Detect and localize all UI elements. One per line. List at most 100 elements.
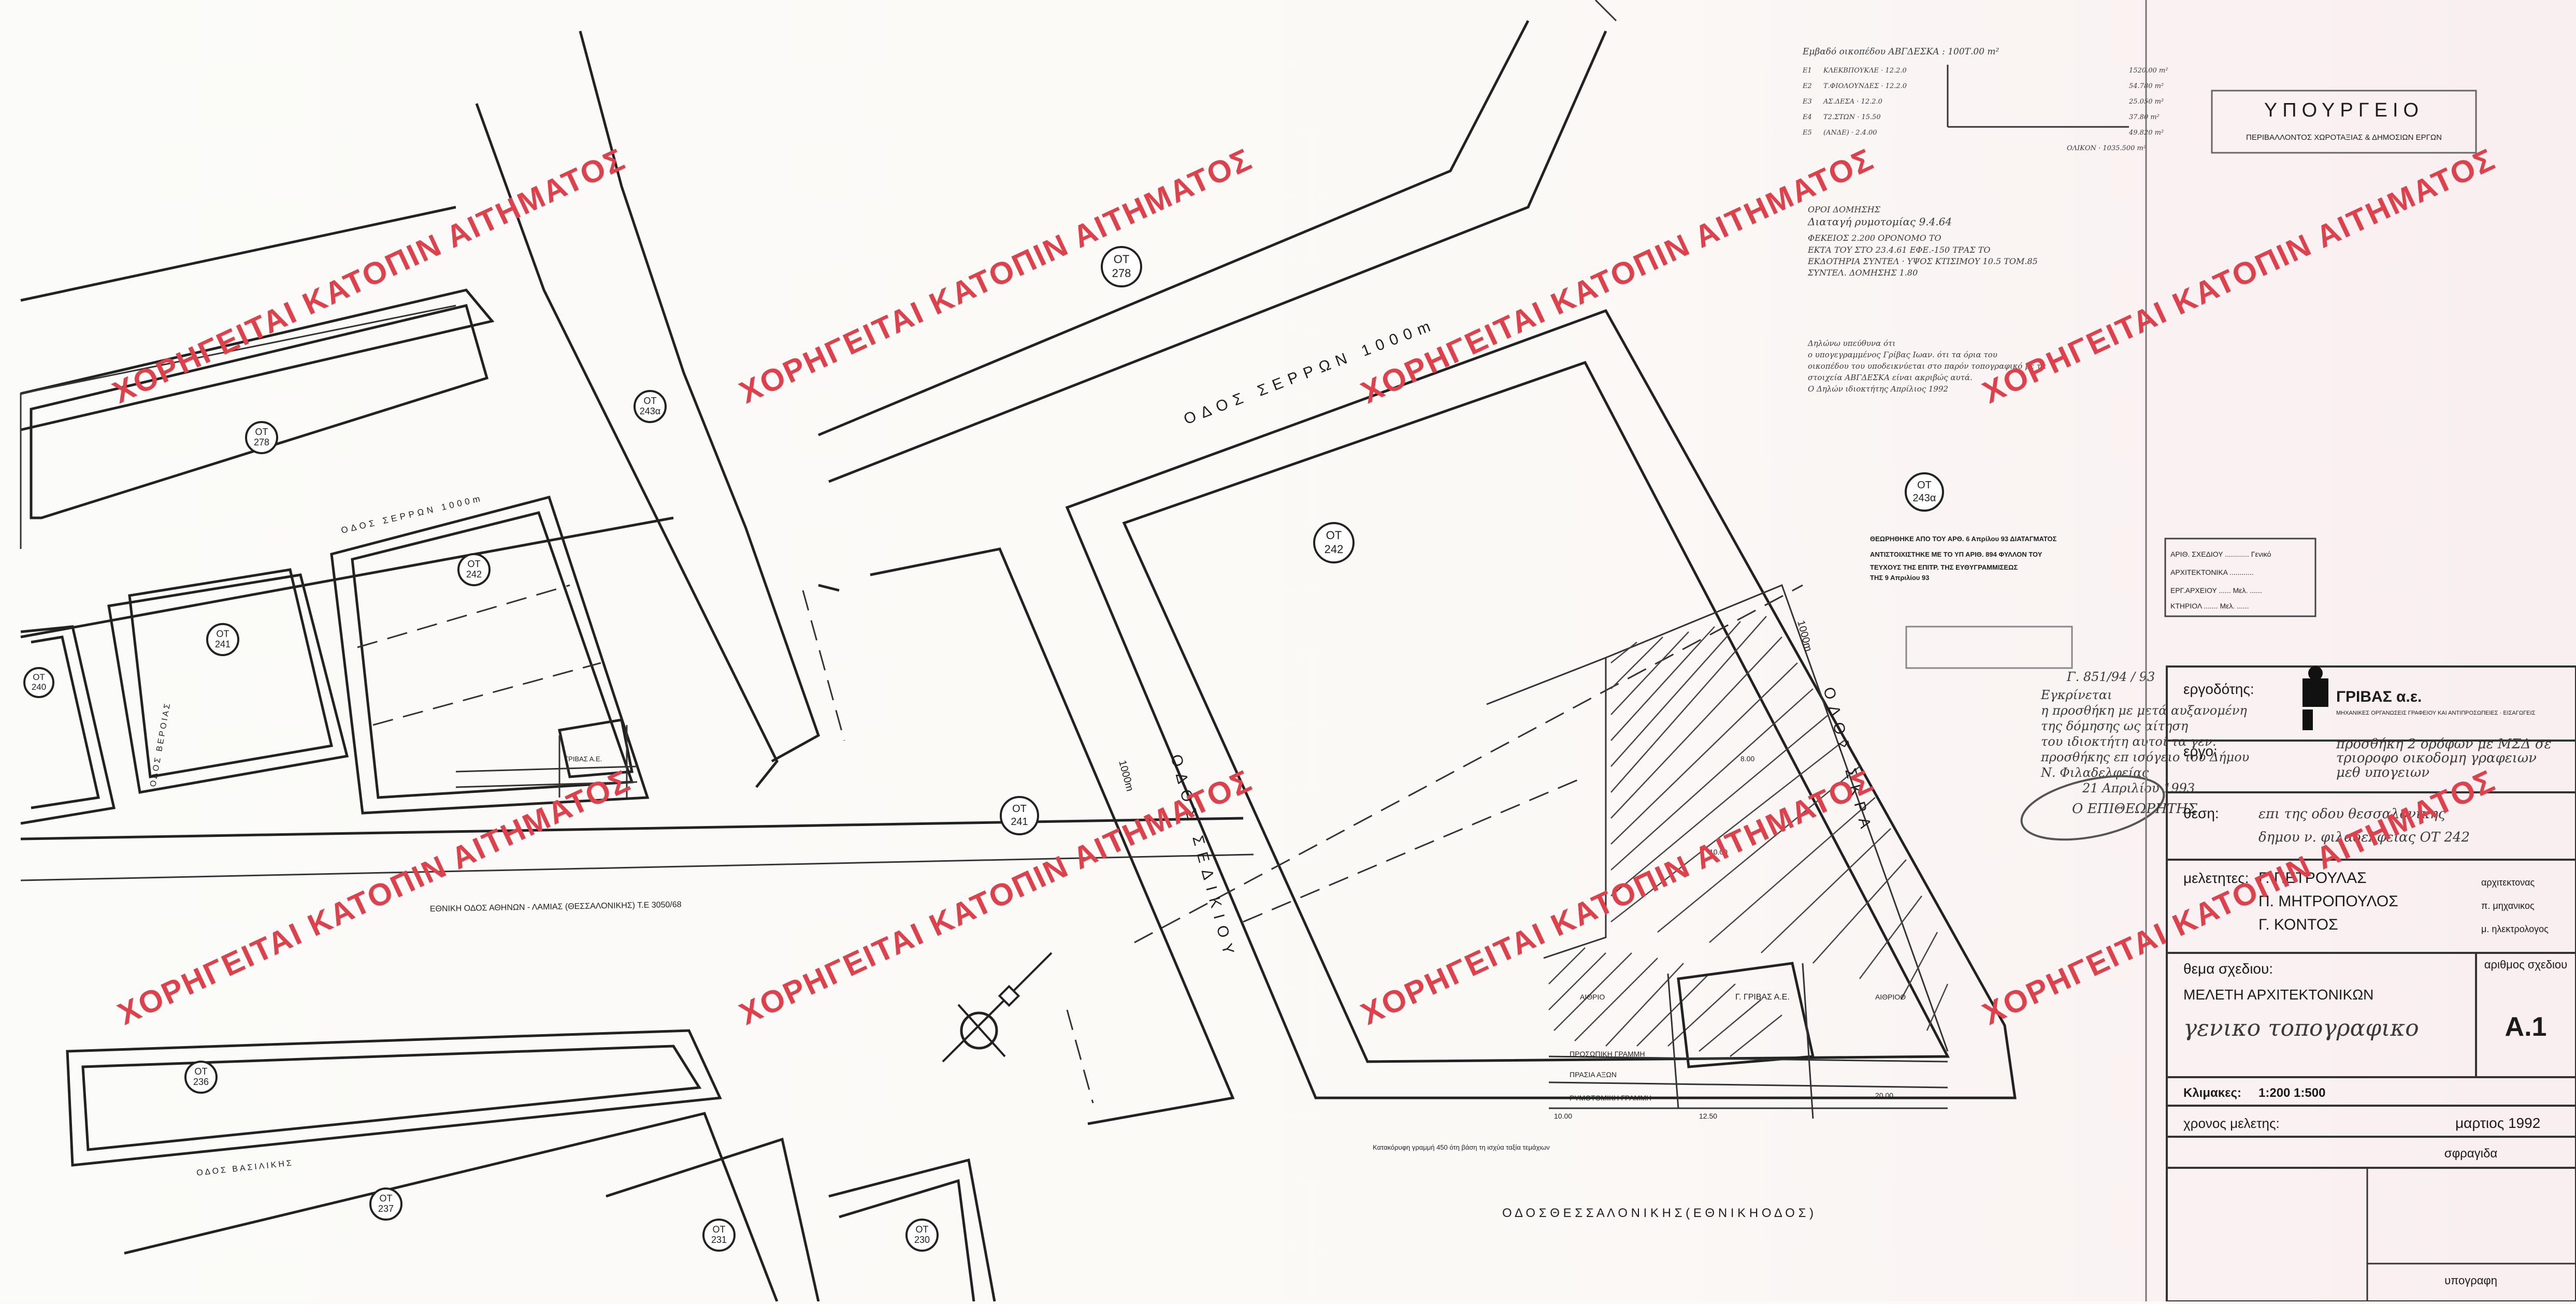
- svg-text:Ε3: Ε3: [1802, 98, 1812, 106]
- svg-text:ΟΤ: ΟΤ: [1012, 803, 1027, 815]
- svg-text:ΟΤ: ΟΤ: [217, 629, 229, 639]
- plot-owner-small: ΓΡΙΒΑΣ Α.Ε.: [565, 755, 602, 763]
- svg-text:ΟΤ: ΟΤ: [916, 1224, 929, 1235]
- svg-text:χρονος μελετης:: χρονος μελετης:: [2183, 1115, 2280, 1131]
- block-label-241-left: ΟΤ 241: [206, 623, 239, 656]
- svg-text:στοιχεία ΑΒΓΔΕΣΚΑ είναι ακριβώ: στοιχεία ΑΒΓΔΕΣΚΑ είναι ακριβώς αυτά.: [1808, 373, 1973, 382]
- svg-text:Γ. ΠΕΤΡΟΥΛΑΣ: Γ. ΠΕΤΡΟΥΛΑΣ: [2258, 870, 2367, 887]
- street-thessalonikis: Ο Δ Ο Σ Θ Ε Σ Σ Α Λ Ο Ν Ι Κ Η Σ ( Ε Θ Ν …: [1502, 1206, 1814, 1220]
- svg-text:ΟΡΟΙ ΔΟΜΗΣΗΣ: ΟΡΟΙ ΔΟΜΗΣΗΣ: [1808, 205, 1881, 214]
- svg-text:σφραγιδα: σφραγιδα: [2444, 1147, 2498, 1161]
- svg-text:(ΑΝΔΕ) · 2.4.00: (ΑΝΔΕ) · 2.4.00: [1823, 129, 1877, 137]
- svg-text:μ. ηλεκτρολογος: μ. ηλεκτρολογος: [2481, 924, 2549, 934]
- plot-annotations: Γ. ΓΡΙΒΑΣ Α.Ε. ΓΡΙΒΑΣ Α.Ε. ΠΡΟΣΩΠΙΚΗ ΓΡΑ…: [565, 755, 1906, 1151]
- svg-text:ΟΤ: ΟΤ: [255, 427, 268, 437]
- svg-text:Ε2: Ε2: [1802, 82, 1812, 90]
- svg-text:243α: 243α: [1913, 492, 1936, 504]
- svg-text:20.00: 20.00: [1875, 1091, 1893, 1099]
- svg-text:ΓΡΙΒΑΣ α.ε.: ΓΡΙΒΑΣ α.ε.: [2336, 688, 2422, 705]
- svg-text:αρχιτεκτονας: αρχιτεκτονας: [2481, 877, 2535, 888]
- svg-text:Δηλώνω υπεύθυνα ότι: Δηλώνω υπεύθυνα ότι: [1807, 339, 1895, 348]
- svg-text:ΘΕΩΡΗΘΗΚΕ ΑΠΟ ΤΟΥ ΑΡΘ. 6 Απρίλ: ΘΕΩΡΗΘΗΚΕ ΑΠΟ ΤΟΥ ΑΡΘ. 6 Απρίλου 93 ΔΙΑΤ…: [1870, 535, 2057, 543]
- svg-text:10.00: 10.00: [1709, 848, 1728, 856]
- svg-text:278: 278: [254, 437, 269, 447]
- svg-text:ΑΣ.ΔΕΣΑ · 12.2.0: ΑΣ.ΔΕΣΑ · 12.2.0: [1823, 98, 1882, 106]
- ministry-stamp: [2211, 90, 2477, 154]
- neighbour-left-label: ΑΙΘΡΙΟ: [1580, 993, 1605, 1001]
- svg-text:ΜΕΛΕΤΗ ΑΡΧΙΤΕΚΤΟΝΙΚΩΝ: ΜΕΛΕΤΗ ΑΡΧΙΤΕΚΤΟΝΙΚΩΝ: [2183, 987, 2373, 1003]
- svg-text:12.50: 12.50: [1699, 1112, 1717, 1120]
- svg-text:μαρτιος 1992: μαρτιος 1992: [2455, 1115, 2540, 1131]
- block-label-236: ΟΤ 236: [184, 1061, 218, 1094]
- block-label-242: ΟΤ 242: [1313, 522, 1355, 563]
- svg-text:ΕΡΓ.ΑΡΧΕΙΟΥ ...... Μελ. ......: ΕΡΓ.ΑΡΧΕΙΟΥ ...... Μελ. ......: [2170, 586, 2262, 595]
- svg-text:ΟΤ: ΟΤ: [1114, 253, 1130, 266]
- block-label-278: ΟΤ 278: [1101, 246, 1142, 287]
- svg-text:Ο ΕΠΙΘΕΩΡΗΤΗΣ: Ο ΕΠΙΘΕΩΡΗΤΗΣ: [2072, 801, 2198, 817]
- svg-text:ΕΚΔΟΤΗΡΙΑ ΣΥΝΤΕΛ · ΥΨΟΣ ΚΤΙΣΙΜ: ΕΚΔΟΤΗΡΙΑ ΣΥΝΤΕΛ · ΥΨΟΣ ΚΤΙΣΙΜΟΥ 10.5 ΤΟ…: [1807, 256, 2038, 266]
- plot-note: Κατακόρυφη γραμμή 450 ότη βάση τη ισχύα …: [1373, 1143, 1550, 1151]
- svg-text:οικοπέδου του υποδεικνύεται στ: οικοπέδου του υποδεικνύεται στο παρόν το…: [1808, 361, 2046, 371]
- svg-text:επι της οδου θεσσαλονικης: επι της οδου θεσσαλονικης: [2258, 806, 2446, 822]
- file-box: [2164, 538, 2316, 617]
- svg-text:A.1: A.1: [2505, 1012, 2547, 1042]
- svg-text:ΟΤ: ΟΤ: [33, 672, 45, 682]
- svg-text:ΚΤΗΡΙΟΛ ....... Μελ. ......: ΚΤΗΡΙΟΛ ....... Μελ. ......: [2170, 602, 2249, 610]
- title-block: ΥΠΟΥΡΓΕΙΟ ΠΕΡΙΒΑΛΛΟΝΤΟΣ ΧΩΡΟΤΑΞΙΑΣ & ΔΗΜ…: [2145, 0, 2576, 1302]
- block-label-241: ΟΤ 241: [1000, 796, 1039, 835]
- svg-text:Γ. ΚΟΝΤΟΣ: Γ. ΚΟΝΤΟΣ: [2258, 916, 2338, 933]
- svg-text:ΟΤ: ΟΤ: [1917, 480, 1932, 491]
- block-label-231: ΟΤ 231: [702, 1219, 736, 1252]
- svg-text:ΤΗΣ 9 Απριλίου 93: ΤΗΣ 9 Απριλίου 93: [1870, 574, 1930, 582]
- svg-text:μελετητες:: μελετητες:: [2183, 870, 2249, 886]
- svg-text:10.00: 10.00: [1554, 1112, 1572, 1120]
- svg-text:ΤΕΥΧΟΥΣ ΤΗΣ ΕΠΙΤΡ. ΤΗΣ ΕΥΘΥΓΡΑ: ΤΕΥΧΟΥΣ ΤΗΣ ΕΠΙΤΡ. ΤΗΣ ΕΥΘΥΓΡΑΜΜΙΣΕΩΣ: [1870, 563, 2018, 571]
- left-road-network: [20, 0, 1617, 1302]
- svg-text:η προσθήκη με μετά αυξανομένη: η προσθήκη με μετά αυξανομένη: [2041, 703, 2247, 718]
- svg-text:ΟΤ: ΟΤ: [1326, 529, 1342, 542]
- block-242-plot: [1065, 309, 2017, 1119]
- svg-text:ΑΡΙΘ. ΣΧΕΔΙΟΥ ............ Γεν: ΑΡΙΘ. ΣΧΕΔΙΟΥ ............ Γενικό: [2170, 550, 2271, 558]
- svg-text:Ε5: Ε5: [1802, 129, 1812, 137]
- svg-text:ΟΛΙΚΟΝ · 1035.500 m²: ΟΛΙΚΟΝ · 1035.500 m²: [2067, 144, 2146, 152]
- svg-text:Διαταγή ρυμοτομίας 9.4.64: Διαταγή ρυμοτομίας 9.4.64: [1807, 215, 1952, 228]
- svg-text:ΟΤ: ΟΤ: [644, 396, 657, 406]
- green-zone-label: ΠΡΑΣΙΑ ΑΞΩΝ: [1570, 1070, 1617, 1079]
- svg-text:εργοδότης:: εργοδότης:: [2183, 681, 2254, 697]
- svg-text:γενικο τοπογραφικο: γενικο τοπογραφικο: [2183, 1015, 2419, 1041]
- hatched-area: [1548, 616, 1949, 1057]
- owner-declaration: Δηλώνω υπεύθυνα ότι ο υπογεγραμμένος Γρί…: [1807, 339, 2046, 394]
- svg-text:υπογραφη: υπογραφη: [2444, 1274, 2497, 1287]
- svg-text:ΟΤ: ΟΤ: [713, 1224, 726, 1235]
- svg-text:ΠΕΡΙΒΑΛΛΟΝΤΟΣ ΧΩΡΟΤΑΞΙΑΣ & ΔΗΜ: ΠΕΡΙΒΑΛΛΟΝΤΟΣ ΧΩΡΟΤΑΞΙΑΣ & ΔΗΜΟΣΙΩΝ ΕΡΓΩ…: [2246, 133, 2442, 142]
- svg-text:1:200 1:500: 1:200 1:500: [2258, 1086, 2325, 1100]
- svg-text:8.00: 8.00: [1740, 755, 1754, 763]
- svg-text:ΥΠΟΥΡΓΕΙΟ: ΥΠΟΥΡΓΕΙΟ: [2264, 99, 2424, 121]
- svg-text:37.80 m²: 37.80 m²: [2129, 113, 2160, 121]
- svg-text:Ο Δηλών ιδιοκτήτης Απρίλ: Ο Δηλών ιδιοκτήτης Απρίλιος 1992: [1808, 384, 1948, 394]
- svg-text:Τ2.ΣΤΩΝ · 15.50: Τ2.ΣΤΩΝ · 15.50: [1823, 113, 1881, 121]
- building-line-label: ΡΥΜΟΤΟΜΙΚΗ ΓΡΑΜΜΗ: [1570, 1094, 1651, 1102]
- neighbour-right-label: ΑΙΘΡΙΟΘ: [1875, 993, 1906, 1001]
- svg-text:τριοροφο οικοδομη γραφειων: τριοροφο οικοδομη γραφειων: [2336, 750, 2537, 766]
- svg-text:προσθήκης επ ισόγειο του Δήμου: προσθήκης επ ισόγειο του Δήμου: [2040, 750, 2249, 764]
- svg-text:ΑΡΧΙΤΕΚΤΟΝΙΚΑ ............: ΑΡΧΙΤΕΚΤΟΝΙΚΑ ............: [2170, 568, 2254, 576]
- svg-text:243α: 243α: [640, 406, 660, 416]
- svg-text:μεθ υπογειων: μεθ υπογειων: [2336, 765, 2429, 780]
- svg-text:ΑΝΤΙΣΤΟΙΧΙΣΤΗΚΕ ΜΕ ΤΟ ΥΠ ΑΡΙΘ.: ΑΝΤΙΣΤΟΙΧΙΣΤΗΚΕ ΜΕ ΤΟ ΥΠ ΑΡΙΘ. 894 ΦΥΛΛΟ…: [1870, 550, 2042, 558]
- front-line-label: ΠΡΟΣΩΠΙΚΗ ΓΡΑΜΜΗ: [1570, 1050, 1645, 1058]
- svg-text:θεμα σχεδιου:: θεμα σχεδιου:: [2183, 961, 2273, 977]
- svg-text:ΚΛΕΚΒΠΟΥΚΛΕ · 12.2.0: ΚΛΕΚΒΠΟΥΚΛΕ · 12.2.0: [1823, 67, 1907, 75]
- block-label-237: ΟΤ 237: [369, 1187, 402, 1221]
- svg-text:προσθήκη 2 ορόφων με ΜΣΔ σε: προσθήκη 2 ορόφων με ΜΣΔ σε: [2336, 736, 2552, 752]
- block-label-240: ΟΤ 240: [23, 667, 54, 698]
- building-terms-notes: ΟΡΟΙ ΔΟΜΗΣΗΣ Διαταγή ρυμοτομίας 9.4.64 Φ…: [1807, 205, 2038, 278]
- block-label-230: ΟΤ 230: [905, 1219, 939, 1252]
- svg-text:Εμβαδό οικοπέδου ΑΒΓΔΕΣΚΑ : 10: Εμβαδό οικοπέδου ΑΒΓΔΕΣΚΑ : 100Τ.00 m²: [1802, 47, 1999, 57]
- svg-text:241: 241: [215, 639, 231, 649]
- svg-text:241: 241: [1011, 816, 1028, 828]
- svg-text:242: 242: [466, 569, 482, 579]
- svg-text:Εγκρίνεται: Εγκρίνεται: [2040, 688, 2112, 702]
- block-label-242-left: ΟΤ 242: [457, 553, 491, 586]
